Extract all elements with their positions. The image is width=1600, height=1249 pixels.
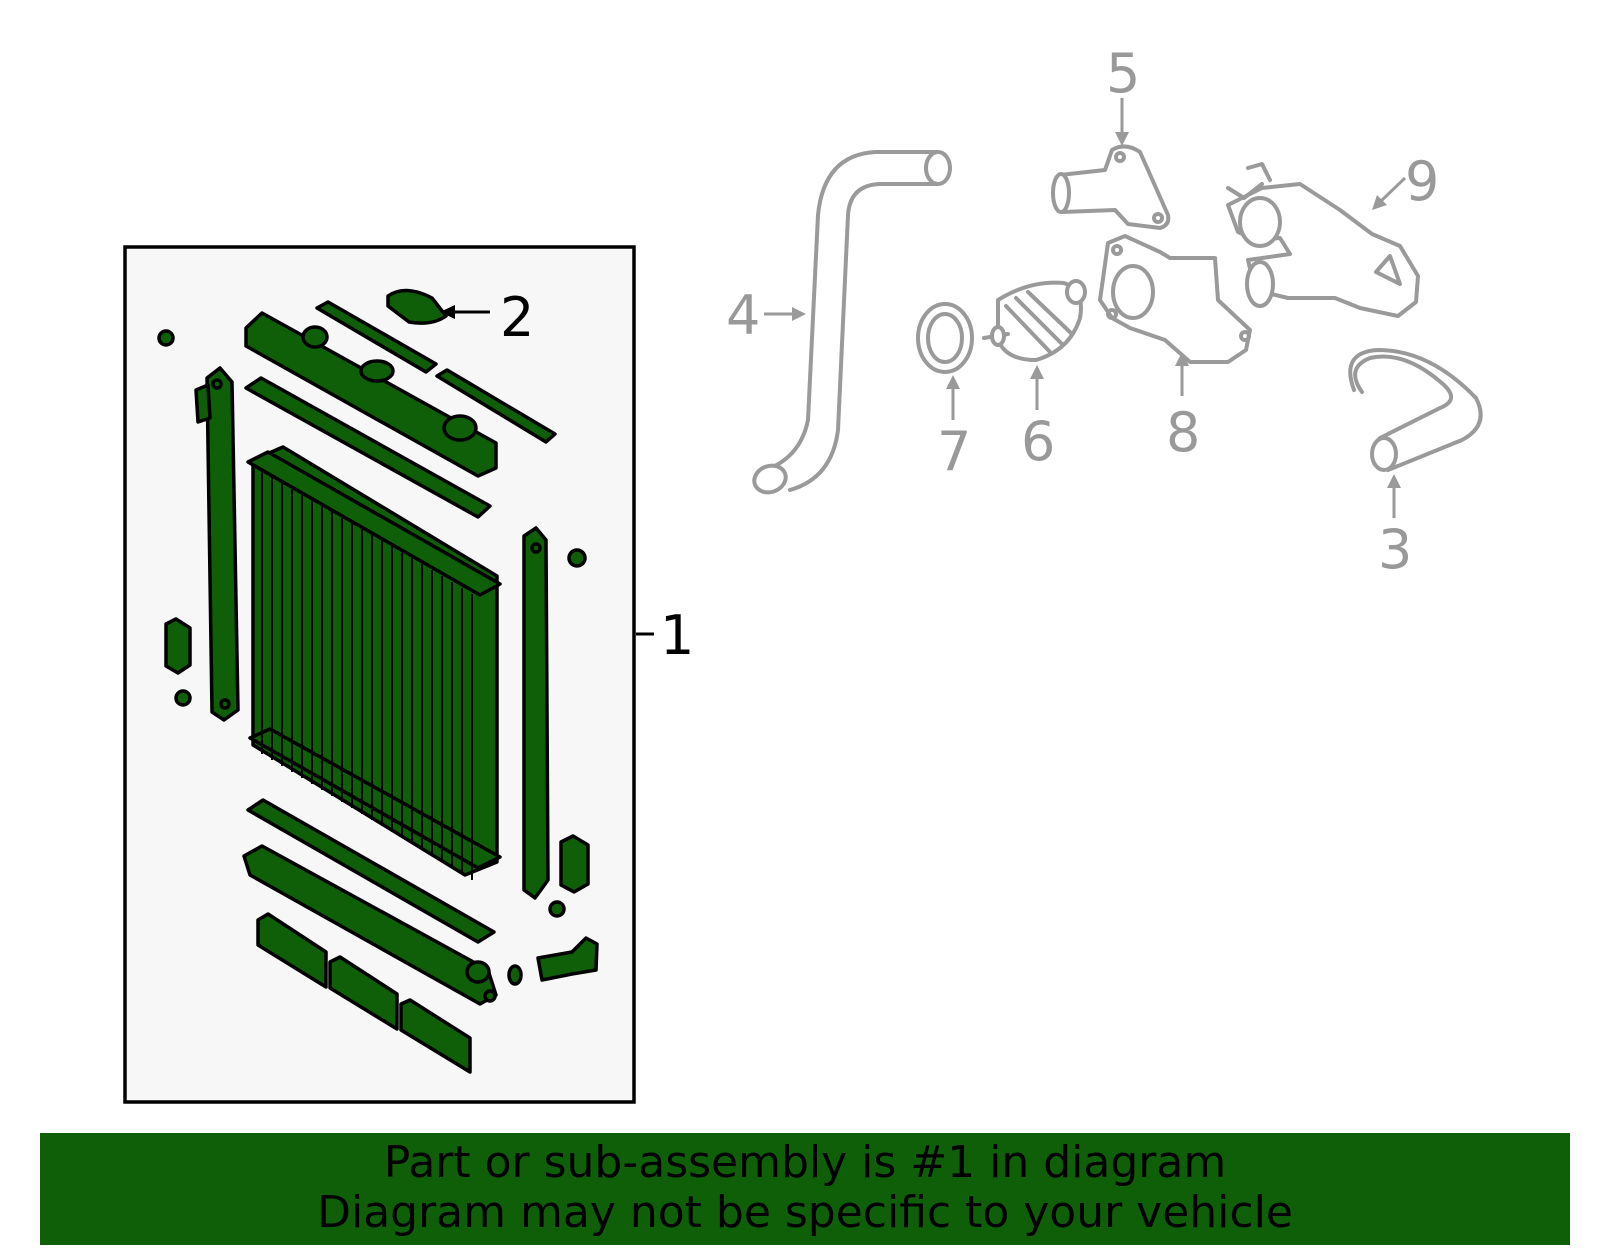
callout-4-arrow <box>792 307 806 321</box>
lower-seal-1 <box>256 912 328 989</box>
callout-5: 5 <box>1106 42 1140 105</box>
info-banner: Part or sub-assembly is #1 in diagram Di… <box>40 1133 1570 1245</box>
bolt-mid-left <box>174 689 192 707</box>
banner-line-2: Diagram may not be specific to your vehi… <box>317 1187 1293 1238</box>
thermostat-gasket[interactable] <box>916 302 974 374</box>
drain-cock <box>536 936 599 982</box>
radiator-cap[interactable] <box>386 288 448 325</box>
thermostat-housing[interactable] <box>1098 234 1252 364</box>
upper-hose[interactable] <box>751 150 952 497</box>
callout-2: 2 <box>500 286 534 349</box>
callout-6-arrow <box>1030 365 1044 379</box>
callout-3-arrow <box>1387 474 1401 488</box>
left-cushion <box>164 617 192 675</box>
drain-o-ring <box>507 964 523 986</box>
callout-6: 6 <box>1021 410 1055 473</box>
callout-1: 1 <box>660 604 694 667</box>
right-side-bracket <box>522 526 550 900</box>
right-cushion <box>559 834 590 894</box>
lower-seal-3 <box>399 998 472 1074</box>
lower-seal-2 <box>328 955 399 1031</box>
upper-tank <box>244 311 498 478</box>
callout-7-arrow <box>946 375 960 389</box>
water-outlet[interactable] <box>1051 144 1171 230</box>
bolt-top-left <box>157 329 175 347</box>
water-inlet[interactable] <box>1226 162 1420 318</box>
bolt-right-lower <box>548 900 566 918</box>
callout-9: 9 <box>1405 150 1439 213</box>
radiator-core <box>246 445 502 880</box>
callout-9-arrow <box>1372 195 1387 210</box>
radiator-assembly[interactable] <box>157 288 599 1074</box>
callout-9-leader <box>1378 176 1407 204</box>
callout-7: 7 <box>937 420 971 483</box>
callout-4: 4 <box>726 284 760 347</box>
upper-gasket <box>244 376 492 519</box>
upper-seal-left <box>315 300 438 374</box>
callout-8-arrow <box>1175 352 1189 366</box>
left-side-bracket <box>194 366 240 722</box>
callout-3: 3 <box>1378 518 1412 581</box>
callout-5-arrow <box>1115 132 1129 146</box>
banner-line-1: Part or sub-assembly is #1 in diagram <box>383 1137 1227 1188</box>
lower-hose[interactable] <box>1348 348 1483 472</box>
upper-seal-right <box>435 368 557 444</box>
callout-2-arrow <box>440 305 455 319</box>
bolt-right-upper <box>567 548 587 568</box>
thermostat[interactable] <box>982 279 1087 362</box>
callout-8: 8 <box>1166 401 1200 464</box>
lower-tank <box>242 844 498 1006</box>
lower-gasket <box>246 798 496 944</box>
